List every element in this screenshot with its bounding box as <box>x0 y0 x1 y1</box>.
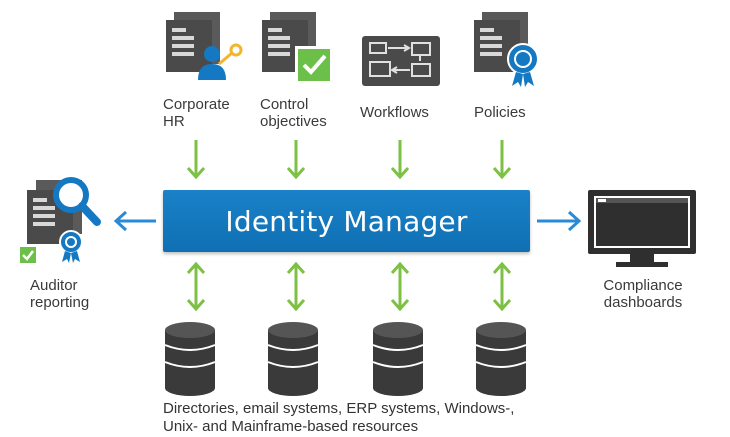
monitor-icon <box>588 190 696 267</box>
label-line: Control <box>260 96 309 113</box>
label-line: Corporate <box>163 96 230 113</box>
auditor-reporting-icon <box>18 177 101 265</box>
database-icon <box>164 322 216 396</box>
policies-icon <box>474 12 539 87</box>
resources-caption-line: Unix- and Mainframe-based resources <box>163 418 419 435</box>
corporate-hr-icon <box>166 12 243 80</box>
input-label-corporate-hr: Corporate HR <box>163 96 230 130</box>
database-icon <box>267 322 319 396</box>
label-line: HR <box>163 113 185 130</box>
database-icons <box>164 322 527 396</box>
label-line: Compliance <box>603 277 683 294</box>
input-label-control-objectives: Control objectives <box>260 96 327 130</box>
label-line: Policies <box>474 104 526 121</box>
label-line: objectives <box>260 113 327 130</box>
database-icon <box>372 322 424 396</box>
input-arrows <box>186 140 512 180</box>
label-line: dashboards <box>603 294 683 311</box>
left-output-arrow <box>113 210 156 232</box>
resource-arrows <box>186 261 512 312</box>
database-icon <box>475 322 527 396</box>
label-line: reporting <box>30 294 90 311</box>
input-label-policies: Policies <box>474 104 526 121</box>
resources-caption-line: Directories, email systems, ERP systems,… <box>163 400 515 417</box>
input-label-workflows: Workflows <box>360 104 429 121</box>
output-label-compliance-dashboards: Compliance dashboards <box>590 277 696 311</box>
identity-manager-title: Identity Manager <box>225 204 468 238</box>
workflows-icon <box>362 36 440 86</box>
control-objectives-icon <box>262 12 333 84</box>
right-output-arrow <box>537 210 582 232</box>
identity-manager-box: Identity Manager <box>163 190 530 252</box>
resources-caption: Directories, email systems, ERP systems,… <box>163 400 514 436</box>
output-label-auditor-reporting: Auditor reporting <box>30 277 89 311</box>
label-line: Workflows <box>360 104 429 121</box>
label-line: Auditor <box>30 277 78 294</box>
